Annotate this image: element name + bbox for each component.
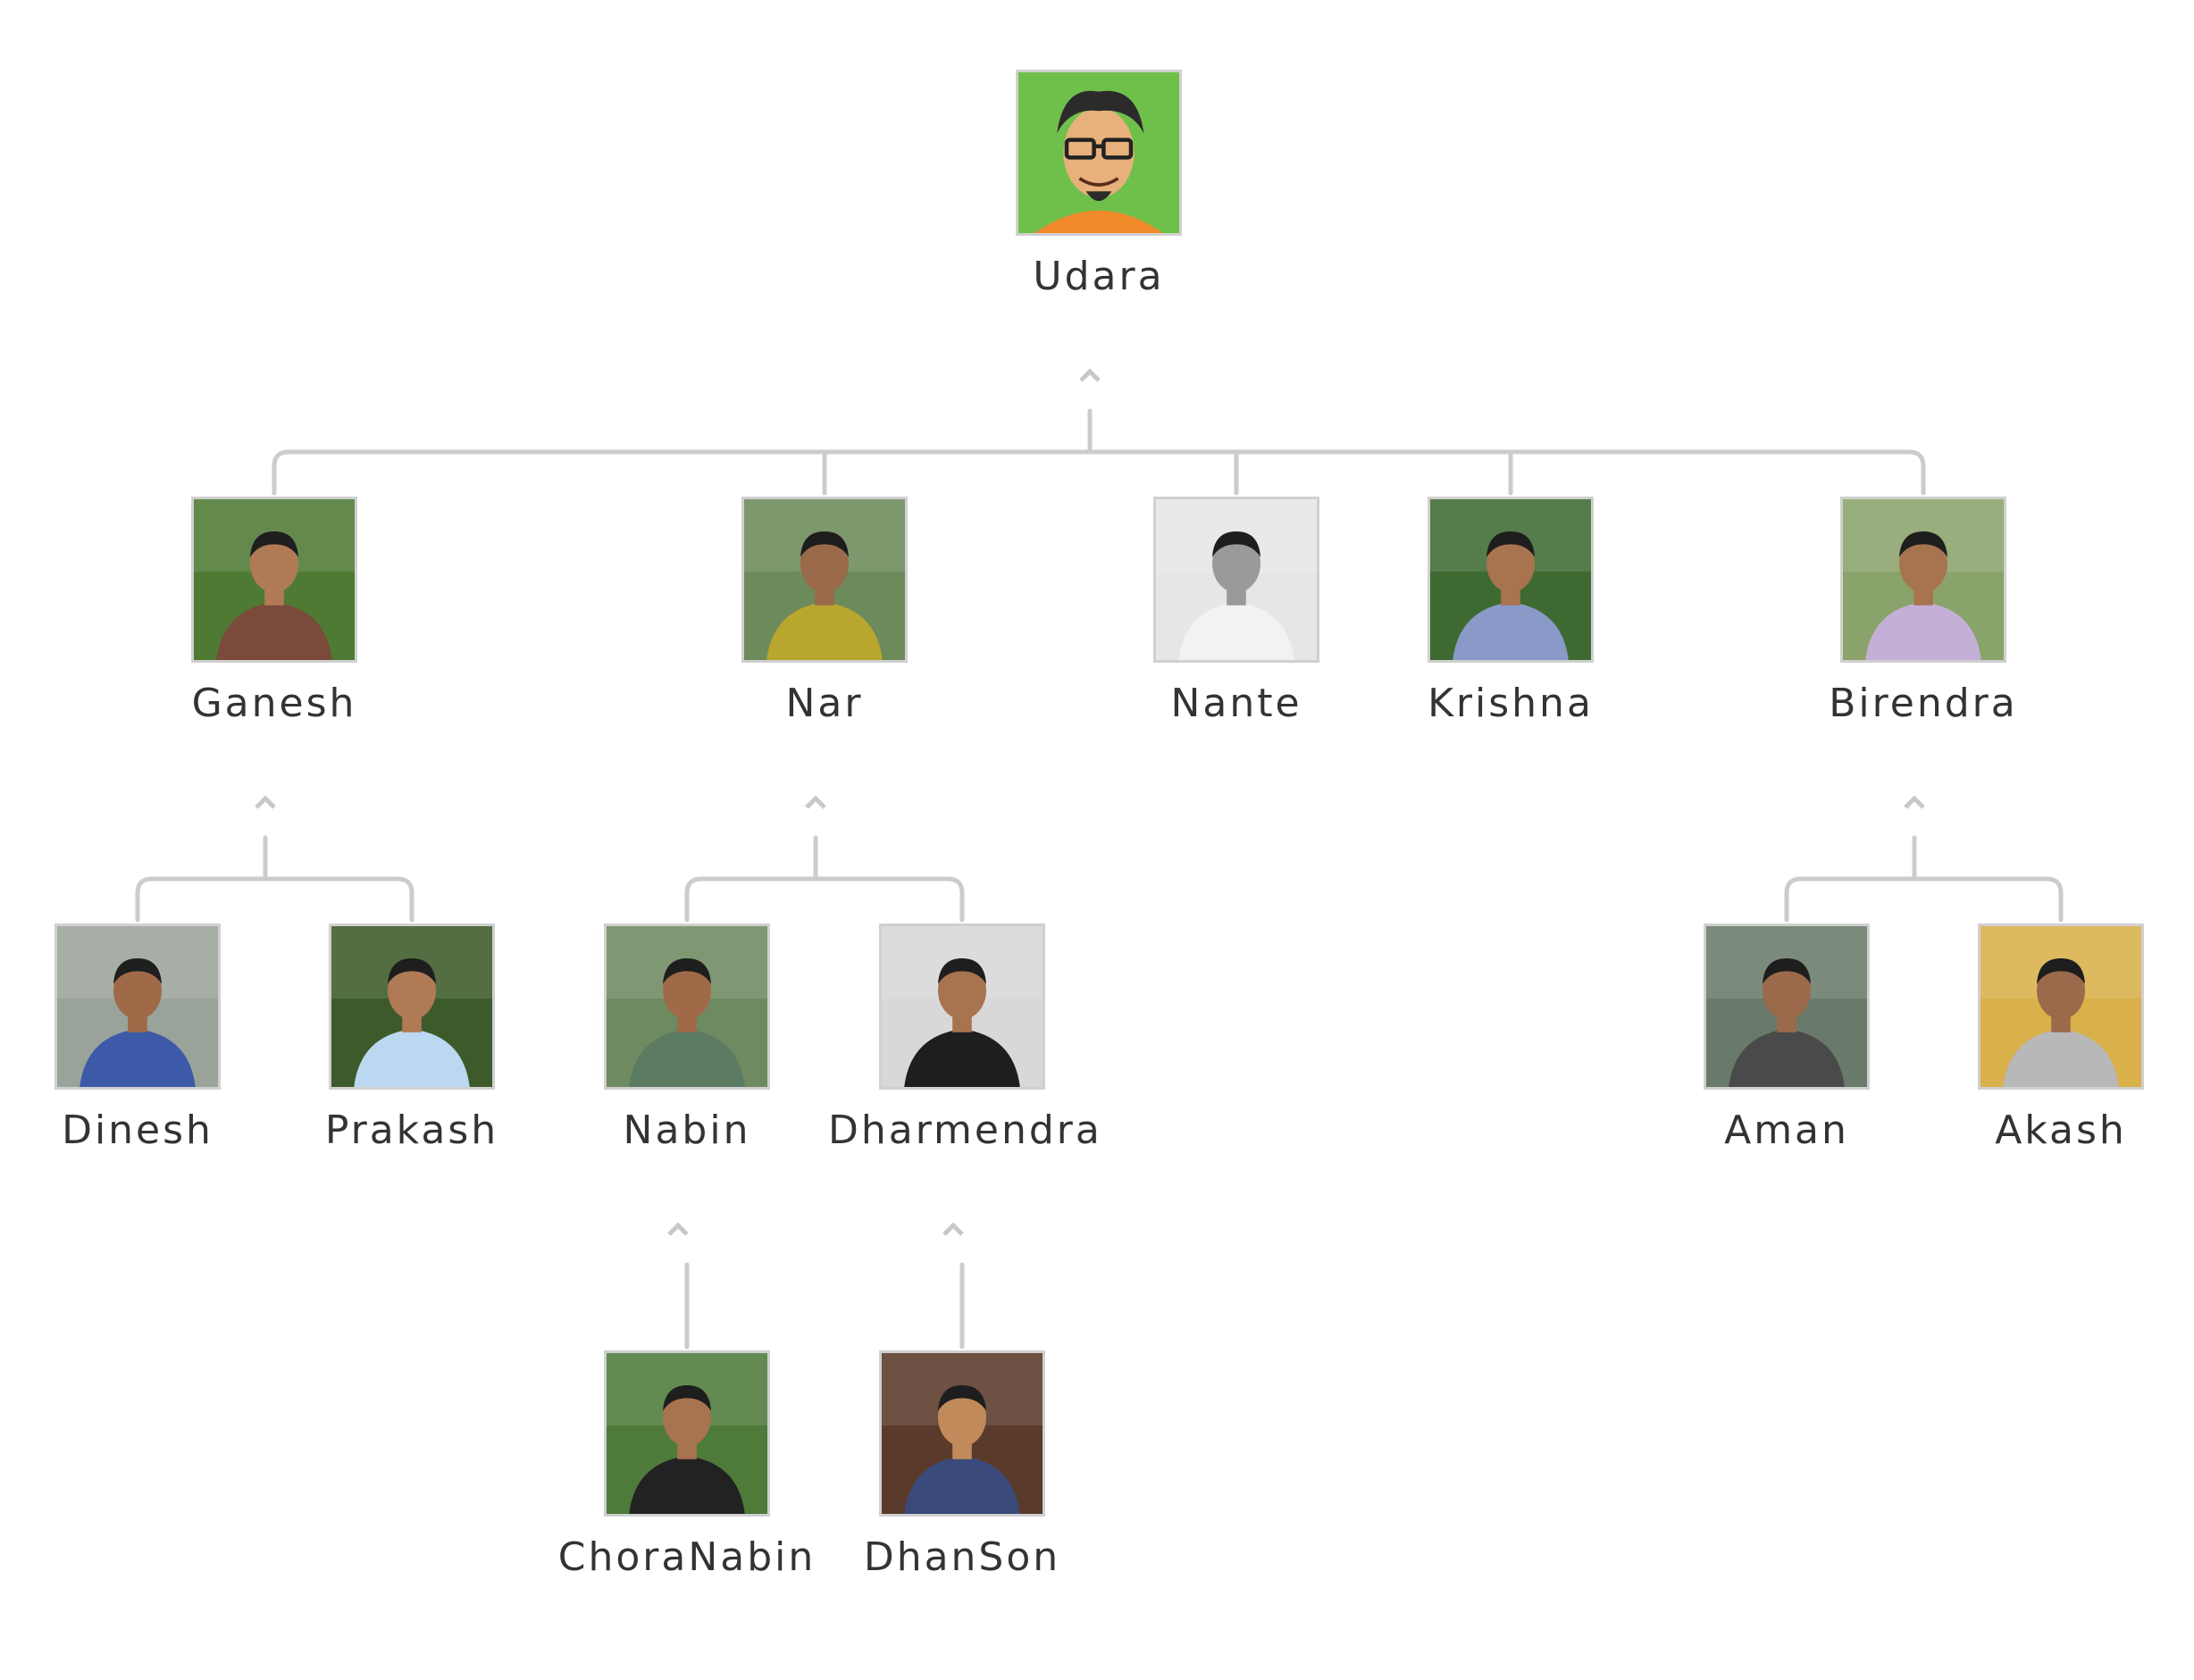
connector-drop xyxy=(272,449,291,496)
caret-up-icon[interactable] xyxy=(667,1222,689,1236)
person-name[interactable]: Birendra xyxy=(1829,681,2018,726)
person-node-udara[interactable]: Udara xyxy=(965,70,1233,299)
avatar-photo[interactable] xyxy=(1428,497,1594,663)
person-node-prakash[interactable]: Prakash xyxy=(278,924,546,1153)
avatar-photo[interactable] xyxy=(741,497,908,663)
person-node-nar[interactable]: Nar xyxy=(691,497,959,726)
connector-drop xyxy=(395,876,415,923)
person-name[interactable]: Krishna xyxy=(1428,681,1594,726)
avatar-photo[interactable] xyxy=(1840,497,2006,663)
person-node-dhanson[interactable]: DhanSon xyxy=(828,1350,1096,1580)
avatar-photo[interactable] xyxy=(1153,497,1319,663)
person-name[interactable]: Nabin xyxy=(623,1107,751,1153)
person-node-ganesh[interactable]: Ganesh xyxy=(140,497,408,726)
caret-up-icon[interactable] xyxy=(1904,795,1925,809)
caret-up-icon[interactable] xyxy=(1079,368,1101,382)
avatar-photo[interactable] xyxy=(329,924,495,1090)
avatar-photo[interactable] xyxy=(879,1350,1045,1517)
person-node-nante[interactable]: Nante xyxy=(1102,497,1370,726)
person-name[interactable]: Aman xyxy=(1724,1107,1849,1153)
avatar-photo[interactable] xyxy=(191,497,357,663)
connector-drop xyxy=(684,876,704,923)
caret-up-icon[interactable] xyxy=(255,795,276,809)
connector-drop xyxy=(2044,876,2064,923)
connector-drop xyxy=(1784,876,1804,923)
avatar-photo[interactable] xyxy=(1978,924,2144,1090)
person-node-nabin[interactable]: Nabin xyxy=(553,924,821,1153)
person-name[interactable]: Prakash xyxy=(324,1107,499,1153)
avatar-photo[interactable] xyxy=(1704,924,1870,1090)
person-name[interactable]: ChoraNabin xyxy=(557,1534,816,1580)
person-name[interactable]: Akash xyxy=(1995,1107,2127,1153)
person-node-birendra[interactable]: Birendra xyxy=(1789,497,2057,726)
person-node-aman[interactable]: Aman xyxy=(1653,924,1921,1153)
person-name[interactable]: Nante xyxy=(1170,681,1302,726)
person-name[interactable]: Nar xyxy=(785,681,864,726)
person-node-dinesh[interactable]: Dinesh xyxy=(4,924,272,1153)
person-node-akash[interactable]: Akash xyxy=(1927,924,2194,1153)
person-node-dharmendra[interactable]: Dharmendra xyxy=(828,924,1102,1153)
person-node-choranabin[interactable]: ChoraNabin xyxy=(553,1350,821,1580)
avatar-photo[interactable] xyxy=(604,1350,770,1517)
person-name[interactable]: DhanSon xyxy=(863,1534,1061,1580)
person-name[interactable]: Udara xyxy=(1033,254,1165,299)
avatar-photo[interactable] xyxy=(604,924,770,1090)
connector-drop xyxy=(135,876,155,923)
caret-up-icon[interactable] xyxy=(942,1222,964,1236)
person-name[interactable]: Dharmendra xyxy=(828,1107,1102,1153)
avatar-photo[interactable] xyxy=(54,924,221,1090)
person-node-krishna[interactable]: Krishna xyxy=(1377,497,1645,726)
person-name[interactable]: Ganesh xyxy=(191,681,357,726)
avatar-photo[interactable] xyxy=(879,924,1045,1090)
connector-drop xyxy=(1906,449,1926,496)
connector-drop xyxy=(945,876,965,923)
avatar-cartoon[interactable] xyxy=(1016,70,1182,236)
person-name[interactable]: Dinesh xyxy=(62,1107,214,1153)
caret-up-icon[interactable] xyxy=(805,795,826,809)
